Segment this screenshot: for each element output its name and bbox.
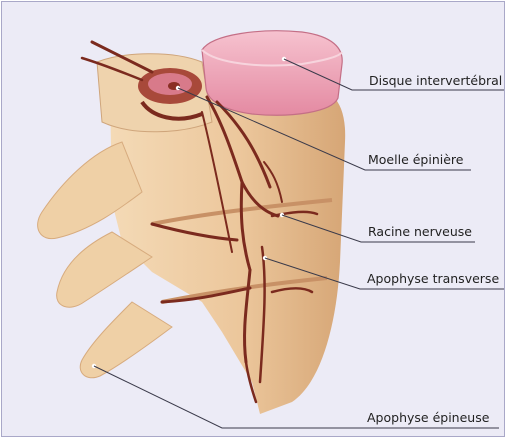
label-disque-intervertebral: Disque intervertébral [369, 74, 502, 88]
label-racine-nerveuse: Racine nerveuse [368, 225, 472, 239]
intervertebral-disc [202, 31, 342, 115]
label-moelle-epiniere: Moelle épinière [368, 153, 463, 167]
label-apophyse-epineuse: Apophyse épineuse [367, 411, 489, 425]
label-apophyse-transverse: Apophyse transverse [367, 272, 499, 286]
